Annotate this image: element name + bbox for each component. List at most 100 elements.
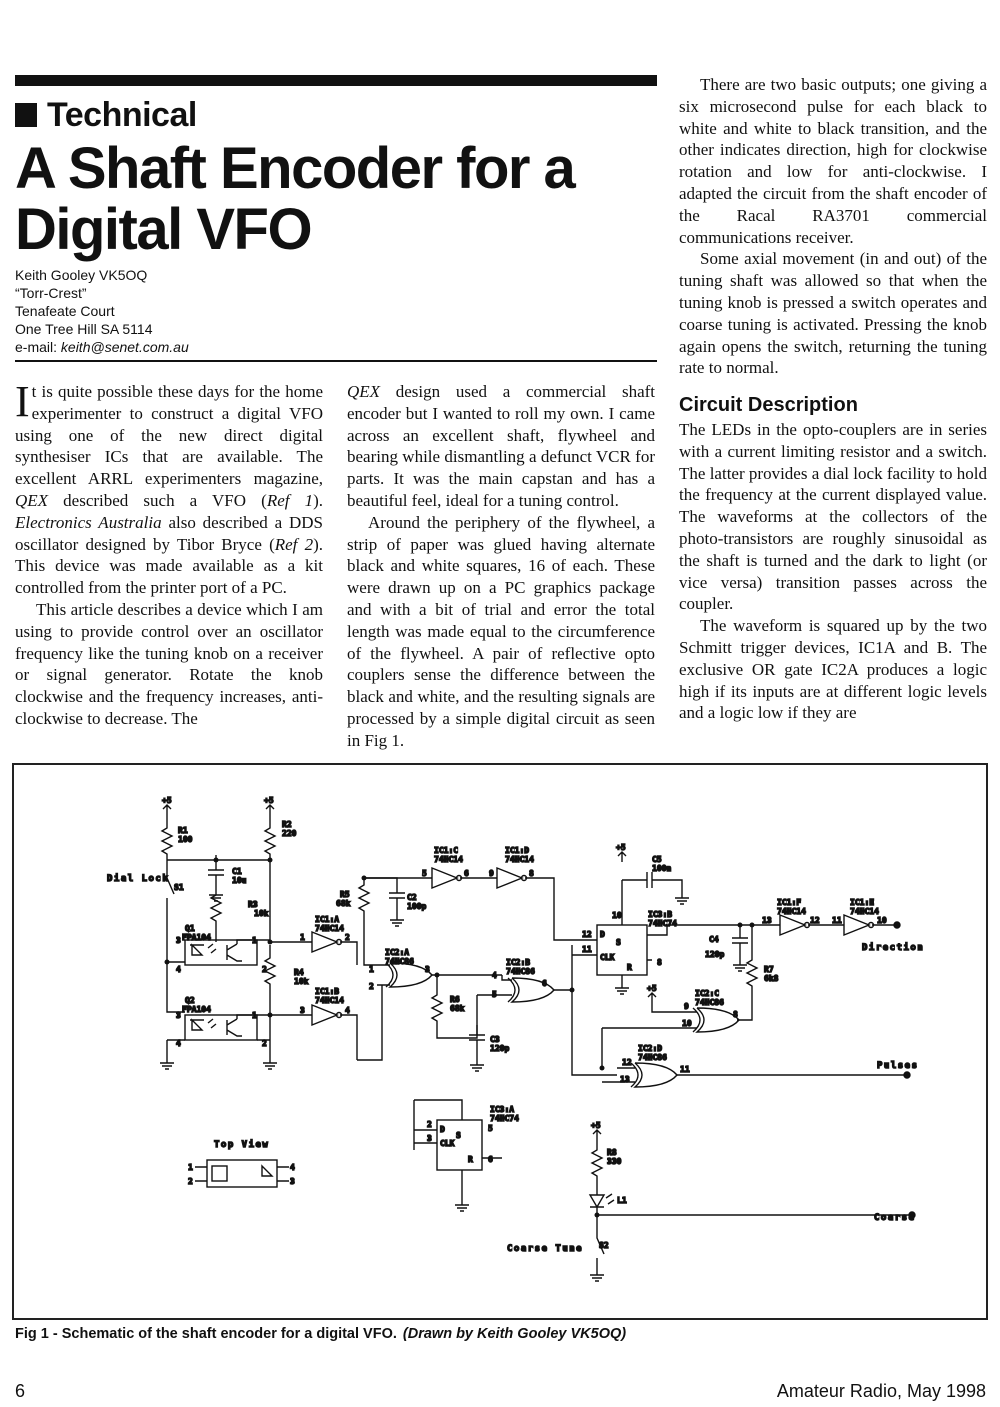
svg-text:5: 5 [492, 990, 497, 999]
svg-text:S: S [616, 938, 621, 947]
author-house: “Torr-Crest” [15, 285, 87, 301]
svg-text:1: 1 [252, 936, 257, 945]
svg-text:R8: R8 [607, 1148, 617, 1157]
col1-para-2: This article describes a device which I … [15, 599, 323, 728]
capacitors [208, 855, 748, 1060]
author-rule [15, 360, 657, 362]
svg-text:8: 8 [733, 1010, 738, 1019]
svg-text:120p: 120p [490, 1044, 509, 1053]
col2-para-1: QEX design used a commercial shaft encod… [347, 382, 655, 510]
magazine-footer: Amateur Radio, May 1998 [776, 1381, 986, 1401]
svg-text:FPA104: FPA104 [182, 1005, 211, 1014]
svg-text:74HC14: 74HC14 [505, 855, 534, 864]
svg-text:IC1:B: IC1:B [315, 987, 339, 996]
svg-text:3: 3 [427, 1134, 432, 1143]
svg-text:2: 2 [345, 933, 350, 942]
dial-lock-switch [166, 860, 175, 935]
author-email[interactable]: keith@senet.com.au [60, 339, 189, 355]
svg-text:R7: R7 [764, 965, 774, 974]
svg-text:74HC86: 74HC86 [385, 957, 414, 966]
svg-text:IC1:A: IC1:A [315, 915, 339, 924]
svg-text:1: 1 [300, 933, 305, 942]
svg-text:100: 100 [178, 835, 193, 844]
svg-text:R3: R3 [248, 900, 258, 909]
svg-text:3: 3 [425, 965, 430, 974]
svg-text:IC2:A: IC2:A [385, 948, 409, 957]
supply-label: +5 [616, 843, 626, 852]
svg-text:11: 11 [680, 1065, 690, 1074]
author-name: Keith Gooley VK5OQ [15, 267, 148, 283]
flip-flop-ic3b [572, 880, 772, 980]
svg-text:10u: 10u [232, 876, 247, 885]
svg-text:330: 330 [607, 1157, 622, 1166]
xor-gate-ic2a [357, 962, 502, 1061]
svg-text:S: S [456, 1131, 461, 1140]
svg-text:IC1:D: IC1:D [505, 846, 529, 855]
col3-para-3: The LEDs in the opto-couplers are in ser… [679, 419, 987, 614]
svg-text:R2: R2 [282, 820, 292, 829]
svg-text:CLK: CLK [440, 1139, 455, 1148]
svg-text:5: 5 [422, 869, 427, 878]
svg-text:2: 2 [427, 1120, 432, 1129]
svg-text:IC1:F: IC1:F [777, 898, 801, 907]
svg-text:R4: R4 [294, 968, 304, 977]
svg-text:R6: R6 [450, 995, 460, 1004]
svg-text:74HC74: 74HC74 [490, 1114, 519, 1123]
direction-inverters [772, 913, 901, 937]
svg-text:3: 3 [176, 1011, 181, 1020]
svg-text:12: 12 [810, 916, 820, 925]
svg-text:1: 1 [188, 1163, 193, 1172]
svg-text:C4: C4 [709, 935, 719, 944]
page-number: 6 [15, 1381, 26, 1401]
svg-text:D: D [600, 930, 605, 939]
col3-para-2: Some axial movement (in and out) of the … [679, 249, 987, 378]
svg-text:100n: 100n [652, 864, 671, 873]
svg-text:3: 3 [300, 1006, 305, 1015]
svg-text:6: 6 [542, 979, 547, 988]
svg-text:Q2: Q2 [185, 996, 195, 1005]
svg-text:13: 13 [620, 1075, 630, 1084]
svg-text:10k: 10k [294, 977, 309, 986]
svg-text:R1: R1 [178, 826, 188, 835]
supply-terminals [162, 804, 657, 1145]
svg-text:12: 12 [582, 930, 592, 939]
junction-dots [164, 857, 755, 1218]
opto-coupler-q1 [166, 935, 270, 966]
svg-text:IC3:B: IC3:B [648, 910, 672, 919]
pulses-output-label: Pulses [877, 1061, 919, 1071]
svg-text:IC2:C: IC2:C [695, 989, 719, 998]
top-rule [15, 75, 657, 86]
svg-text:Dial Lock: Dial Lock [107, 873, 169, 884]
svg-text:Q1: Q1 [185, 924, 195, 933]
author-street: Tenafeate Court [15, 303, 115, 319]
svg-text:4: 4 [176, 965, 181, 974]
drop-cap: I [15, 377, 30, 426]
svg-text:C3: C3 [490, 1035, 500, 1044]
svg-text:IC1:E: IC1:E [850, 898, 874, 907]
svg-text:13: 13 [762, 916, 772, 925]
svg-text:74HC86: 74HC86 [506, 967, 535, 976]
svg-text:10: 10 [877, 916, 887, 925]
svg-text:2: 2 [369, 982, 374, 991]
supply-label: +5 [264, 796, 274, 805]
col3-para-4: The waveform is squared up by the two Sc… [679, 616, 987, 723]
svg-text:12: 12 [622, 1058, 632, 1067]
svg-text:IC3:A: IC3:A [490, 1105, 514, 1114]
xor-gate-ic2b [436, 945, 617, 1076]
top-view-package [195, 1159, 289, 1188]
svg-text:1: 1 [252, 1011, 257, 1020]
svg-text:5: 5 [488, 1124, 493, 1133]
svg-text:6k8: 6k8 [764, 974, 779, 983]
direction-output-label: Direction [862, 942, 924, 953]
top-view-label: Top View [214, 1139, 269, 1150]
flip-flop-ic3a [413, 1099, 502, 1180]
svg-text:74HC14: 74HC14 [777, 907, 806, 916]
svg-text:10k: 10k [254, 909, 269, 918]
svg-text:68k: 68k [336, 899, 351, 908]
col2-para-2: Around the periphery of the flywheel, a … [347, 512, 655, 750]
coarse-tune-label: Coarse Tune [507, 1244, 583, 1254]
